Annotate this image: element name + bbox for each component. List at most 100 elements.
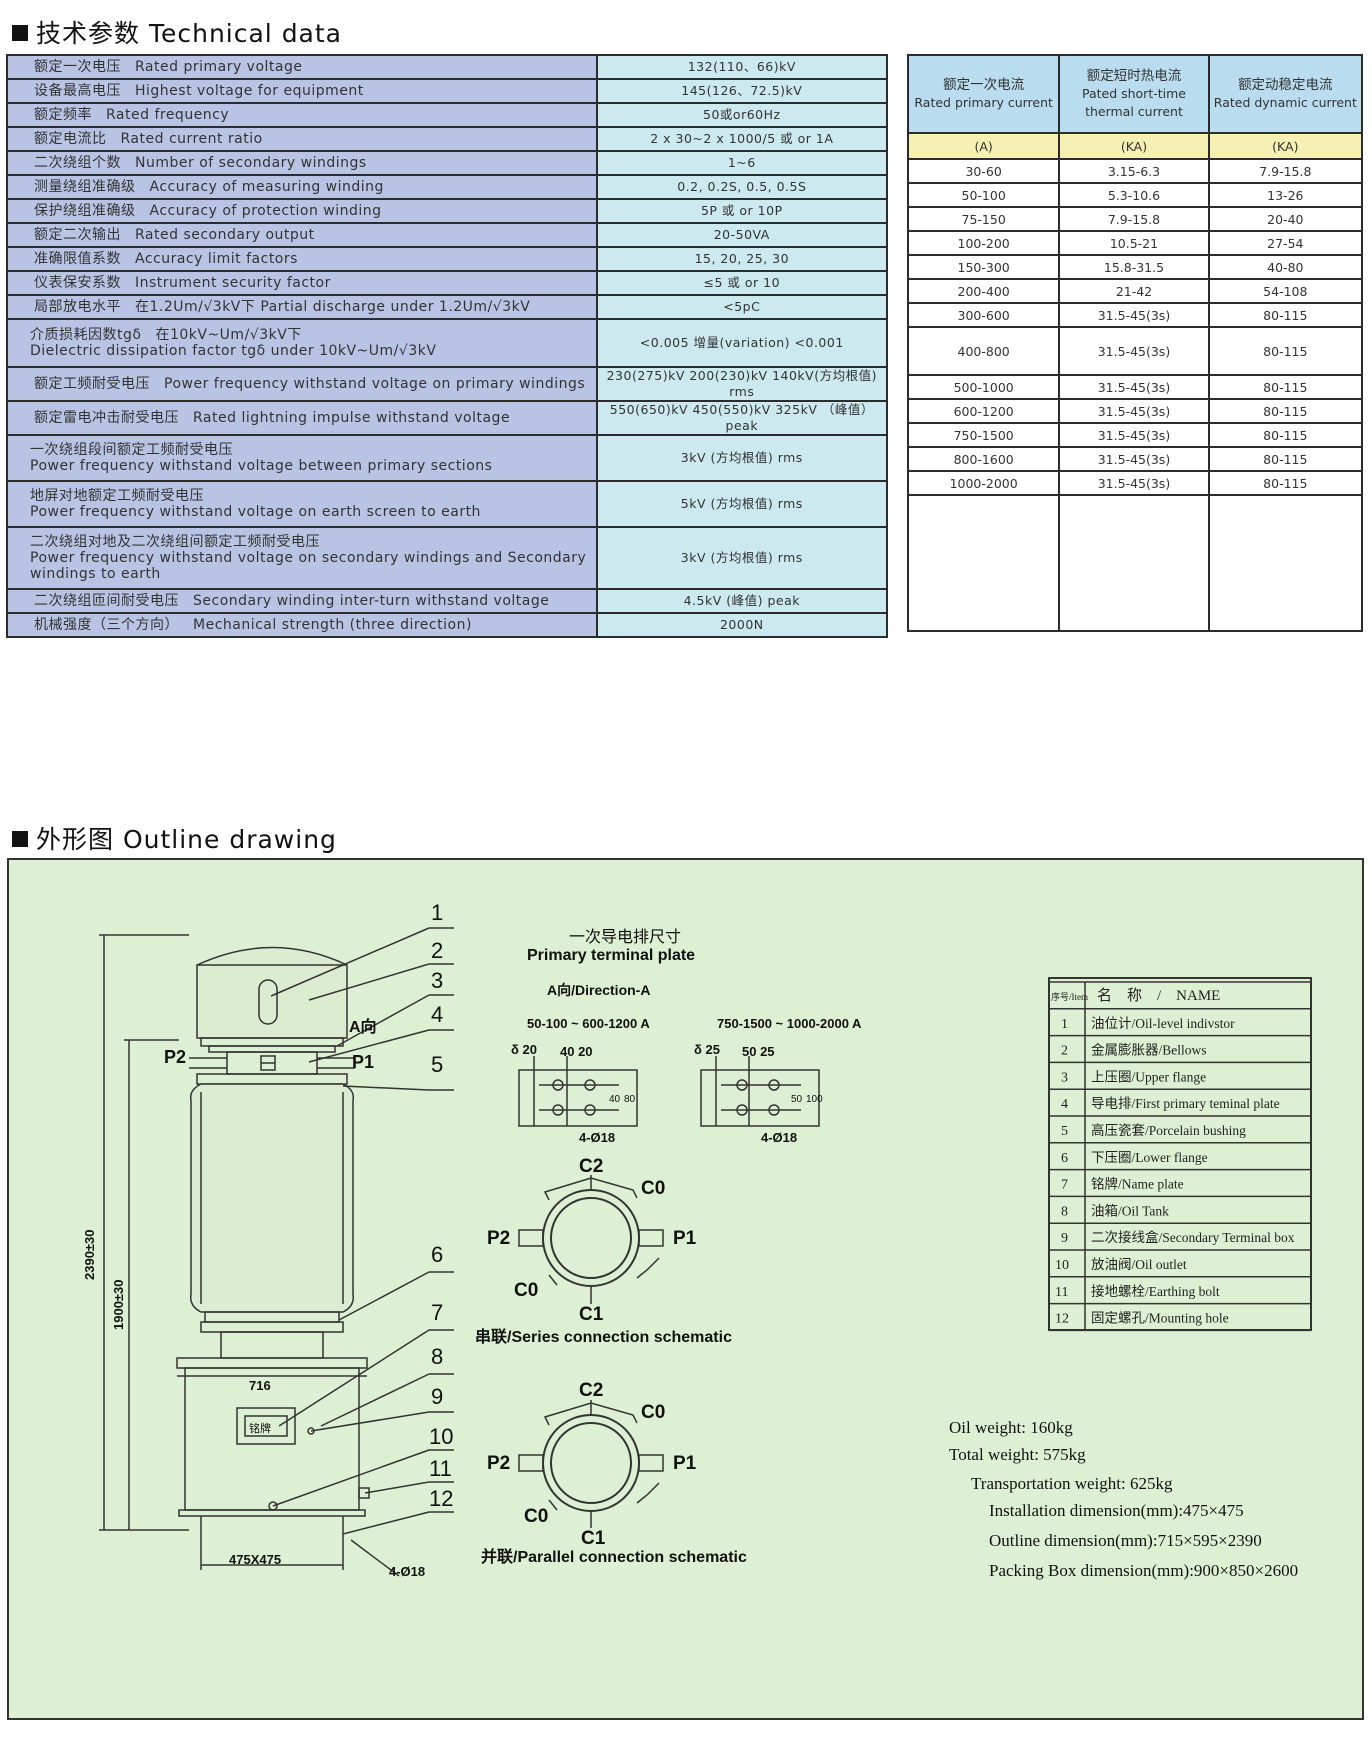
- transformer-drawing: [99, 927, 820, 1577]
- parts-item-en: /Name plate: [1118, 1177, 1184, 1192]
- current-cell: 31.5-45(3s): [1058, 374, 1210, 400]
- parallel-p2: P2: [487, 1453, 510, 1474]
- current-empty-cell: [906, 494, 1061, 632]
- tech-label-en: Instrument security factor: [135, 275, 331, 291]
- tech-label-zh: 仪表保安系数: [34, 275, 121, 291]
- plate2-side2: 100: [806, 1094, 823, 1105]
- parts-item-zh: 油箱: [1091, 1203, 1118, 1218]
- tech-label-zh: 二次绕组对地及二次绕组间额定工频耐受电压: [30, 534, 320, 550]
- callout-7: 7: [431, 1300, 443, 1325]
- parts-item-name: 放油阀/Oil outlet: [1091, 1257, 1187, 1272]
- series-c0-bottom: C0: [514, 1280, 538, 1301]
- parts-item-name: 二次接线盒/Secondary Terminal box: [1091, 1229, 1295, 1245]
- current-cell: 150-300: [906, 254, 1061, 280]
- current-cell: 80-115: [1207, 422, 1364, 448]
- p2-label-main: P2: [164, 1047, 186, 1067]
- series-caption: 串联/Series connection schematic: [475, 1327, 732, 1346]
- technical-data-title-text: 技术参数 Technical data: [36, 19, 342, 48]
- tech-label-zh: 局部放电水平: [34, 299, 121, 315]
- current-cell: 400-800: [906, 326, 1061, 376]
- tech-row-value: 1~6: [595, 150, 889, 176]
- tech-row-label: 机械强度（三个方向）Mechanical strength (three dir…: [6, 612, 598, 638]
- current-cell: 7.9-15.8: [1207, 158, 1364, 184]
- current-header-en: Pated short-time thermal current: [1081, 86, 1186, 119]
- range-1: 50-100 ~ 600-1200 A: [527, 1016, 650, 1031]
- parallel-c0-top: C0: [641, 1402, 665, 1423]
- parts-item-zh: 金属膨胀器: [1091, 1043, 1159, 1058]
- tech-label-en: Rated current ratio: [120, 131, 263, 147]
- series-p2: P2: [487, 1228, 510, 1249]
- current-cell: 7.9-15.8: [1058, 206, 1210, 232]
- current-header-zh: 额定一次电流: [943, 77, 1025, 93]
- parts-item-zh: 下压圈: [1091, 1150, 1132, 1165]
- tech-label-zh: 测量绕组准确级: [34, 179, 136, 195]
- current-cell: 600-1200: [906, 398, 1061, 424]
- tech-row: 测量绕组准确级 Accuracy of measuring winding 0.2,…: [6, 174, 889, 200]
- current-unit-cell: (KA): [1207, 132, 1364, 160]
- callout-9: 9: [431, 1384, 443, 1409]
- current-cell: 31.5-45(3s): [1058, 470, 1210, 496]
- current-header-en: Rated primary current: [914, 95, 1053, 110]
- callout-11: 11: [429, 1456, 452, 1481]
- callout-10: 10: [429, 1424, 453, 1449]
- callout-2: 2: [431, 938, 443, 963]
- current-header-cell: 额定一次电流 Rated primary current: [906, 54, 1061, 134]
- parts-item-name: 油位计/Oil-level indivstor: [1091, 1016, 1235, 1031]
- tech-label-en: Power frequency withstand voltage on ear…: [30, 504, 481, 520]
- oil-tank: [184, 1367, 360, 1511]
- dim-716: 716: [249, 1378, 271, 1393]
- tech-label-zh: 机械强度（三个方向）: [34, 617, 179, 633]
- current-cell: 10.5-21: [1058, 230, 1210, 256]
- tech-row-value: 0.2, 0.2S, 0.5, 0.5S: [595, 174, 889, 200]
- terminal-title-en: Primary terminal plate: [527, 947, 695, 964]
- terminal-plate-small: [518, 1069, 638, 1127]
- parallel-ring: [542, 1414, 640, 1512]
- current-cell: 31.5-45(3s): [1058, 302, 1210, 328]
- p1-label-main: P1: [352, 1052, 374, 1072]
- tech-label-zh: 设备最高电压: [34, 83, 121, 99]
- tech-label-zh: 地屏对地额定工频耐受电压: [30, 488, 204, 504]
- callout-3: 3: [431, 968, 443, 993]
- callout-1: 1: [431, 900, 443, 925]
- tech-row-label: 额定频率 Rated frequency: [6, 102, 598, 128]
- direction-label: A向/Direction-A: [547, 982, 650, 998]
- tech-row-value: 3kV (方均根值) rms: [595, 526, 889, 590]
- plate1-side1: 40: [609, 1094, 621, 1105]
- current-cell: 31.5-45(3s): [1058, 326, 1210, 376]
- parts-item-zh: 铭牌: [1091, 1176, 1118, 1192]
- parts-item-no: 10: [1055, 1258, 1069, 1273]
- plate1-holes: 4-Ø18: [579, 1130, 615, 1145]
- parts-item-en: /Oil-level indivstor: [1132, 1016, 1236, 1031]
- tech-row: 机械强度（三个方向）Mechanical strength (three dir…: [6, 612, 889, 638]
- tech-label-en: Rated frequency: [106, 107, 230, 123]
- current-cell: 1000-2000: [906, 470, 1061, 496]
- square-bullet-icon: [12, 25, 28, 41]
- tech-row-label: 仪表保安系数 Instrument security factor: [6, 270, 598, 296]
- parts-item-zh: 二次接线盒: [1091, 1229, 1159, 1245]
- tech-label-en: Rated primary voltage: [135, 59, 303, 75]
- tech-label-zh: 额定频率: [34, 107, 92, 123]
- parts-item-name: 铭牌/Name plate: [1091, 1176, 1184, 1192]
- current-cell: 13-26: [1207, 182, 1364, 208]
- tech-label-en: Power frequency withstand voltage betwee…: [30, 458, 493, 474]
- drawing-labels: 1 2 3 4 5 6 7 8 9 10 11 12 A向 P2 P1 716 …: [82, 900, 862, 1579]
- parts-item-no: 5: [1061, 1124, 1068, 1139]
- oil-level-indicator-icon: [258, 979, 278, 1025]
- current-cell: 31.5-45(3s): [1058, 422, 1210, 448]
- terminal-plate-large: [700, 1069, 820, 1127]
- tech-label-zh: 额定二次输出: [34, 227, 121, 243]
- tech-label-en: Accuracy limit factors: [135, 251, 298, 267]
- tech-label-en: Accuracy of measuring winding: [149, 179, 384, 195]
